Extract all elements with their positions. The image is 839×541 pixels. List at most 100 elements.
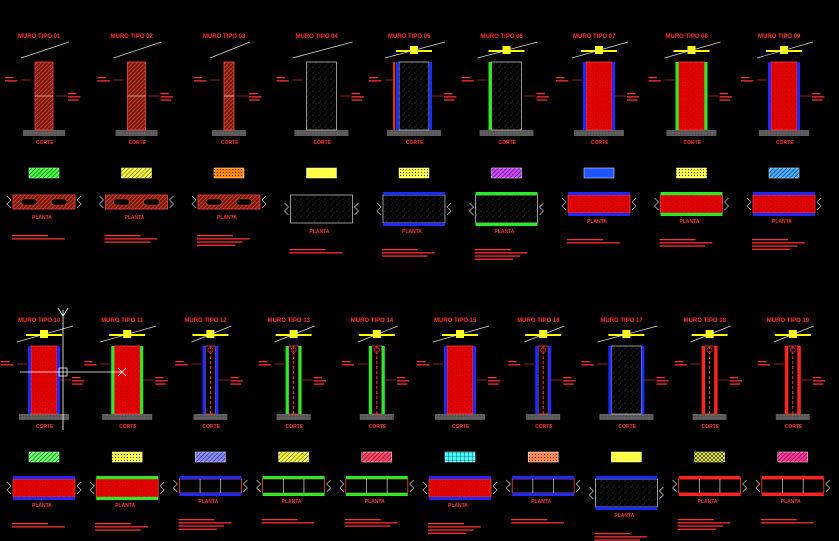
plan-finish-top xyxy=(568,192,630,195)
section-cut-line xyxy=(209,41,251,59)
annotation-text-line xyxy=(178,528,217,530)
section-caption: CORTE xyxy=(591,140,609,146)
annotation-text-line xyxy=(1,361,10,363)
annotation-text-line xyxy=(677,519,714,521)
finish-layer-right xyxy=(641,346,645,414)
finish-layer-left xyxy=(202,346,206,414)
plan-finish-top xyxy=(660,192,723,195)
wall-type-title: MURO TIPO 15 xyxy=(434,318,477,324)
annotation-text-line xyxy=(752,248,791,250)
annotation-text-line xyxy=(68,99,79,101)
annotation-text-line xyxy=(674,361,683,363)
annotation-text-line xyxy=(752,245,798,247)
annotation-text-line xyxy=(382,255,428,257)
annotation-text-line xyxy=(344,525,391,527)
plan-caption: PLANTA xyxy=(495,229,515,235)
wall-type-title: MURO TIPO 08 xyxy=(666,34,709,40)
annotation-text-line xyxy=(341,361,351,363)
annotation-text-line xyxy=(567,242,620,244)
plan-finish-top xyxy=(753,192,815,195)
plan-break-line xyxy=(724,197,729,211)
plan-finish-bottom xyxy=(262,493,325,496)
swatch-hatch xyxy=(528,452,559,462)
plan-break-line xyxy=(76,195,82,209)
section-caption: CORTE xyxy=(36,140,54,146)
plan-finish-top xyxy=(678,476,741,479)
section-caption: CORTE xyxy=(221,140,239,146)
section-cut-line xyxy=(16,325,74,343)
annotation-text-line xyxy=(444,96,457,98)
annotation-text-line xyxy=(155,380,168,382)
foundation-hatch xyxy=(692,414,727,420)
annotation-text-line xyxy=(508,361,517,363)
stud-symbol xyxy=(290,347,297,353)
annotation-text-line xyxy=(659,242,713,244)
swatch-hatch xyxy=(399,168,429,178)
foundation-hatch xyxy=(193,414,228,420)
section-caption: CORTE xyxy=(369,424,387,430)
plan-caption: PLANTA xyxy=(32,503,52,509)
wall-plan-body xyxy=(12,194,76,210)
plan-finish-bottom xyxy=(761,493,824,496)
annotation-text-line xyxy=(812,99,823,101)
annotation-text-line xyxy=(511,522,564,524)
plan-break-line xyxy=(422,481,428,495)
annotation-text-line xyxy=(511,519,548,521)
annotation-text-line xyxy=(659,245,706,247)
plan-finish-bottom xyxy=(595,507,658,510)
annotation-text-line xyxy=(249,99,260,101)
annotation-text-line xyxy=(488,377,497,379)
plan-finish-bottom xyxy=(179,493,242,496)
annotation-text-line xyxy=(97,80,110,82)
annotation-text-line xyxy=(194,80,207,82)
section-cut-line xyxy=(432,325,490,343)
wall-section-core xyxy=(113,345,141,415)
annotation-text-line xyxy=(581,361,590,363)
plan-finish-top xyxy=(383,192,445,195)
plan-break-line xyxy=(539,202,544,216)
annotation-text-line xyxy=(351,99,363,101)
plan-caption: PLANTA xyxy=(531,499,551,505)
finish-layer-left xyxy=(608,346,612,414)
plan-finish-bottom xyxy=(475,223,538,226)
plan-break-line xyxy=(469,202,474,216)
annotation-text-line xyxy=(417,364,430,366)
annotation-text-line xyxy=(175,364,188,366)
wall-plan-body xyxy=(197,194,261,210)
annotation-text-line xyxy=(594,536,648,538)
annotation-text-line xyxy=(719,96,732,98)
plan-break-line xyxy=(89,481,95,495)
wall-plan-body xyxy=(761,478,825,494)
annotation-text-line xyxy=(428,529,474,531)
plan-break-line xyxy=(191,195,197,209)
plan-break-line xyxy=(261,195,267,209)
finish-layer-outer xyxy=(393,62,395,130)
finish-layer-left xyxy=(768,62,771,130)
annotation-text-line xyxy=(656,377,665,379)
annotation-text-line xyxy=(382,249,418,251)
section-caption: CORTE xyxy=(314,140,332,146)
finish-layer-left xyxy=(535,346,539,414)
annotation-text-line xyxy=(474,255,521,257)
wall-type-title: MURO TIPO 06 xyxy=(481,34,524,40)
foundation-hatch xyxy=(599,414,654,420)
annotation-text-line xyxy=(72,377,81,379)
annotation-text-line xyxy=(155,383,166,385)
annotation-text-line xyxy=(261,522,315,524)
finish-layer-left xyxy=(444,346,447,414)
annotation-text-line xyxy=(594,533,631,535)
brick-cavity xyxy=(235,198,253,206)
plan-finish-top xyxy=(429,476,491,479)
annotation-text-line xyxy=(104,241,151,243)
wall-section-core xyxy=(446,345,474,415)
annotation-text-line xyxy=(5,77,14,79)
